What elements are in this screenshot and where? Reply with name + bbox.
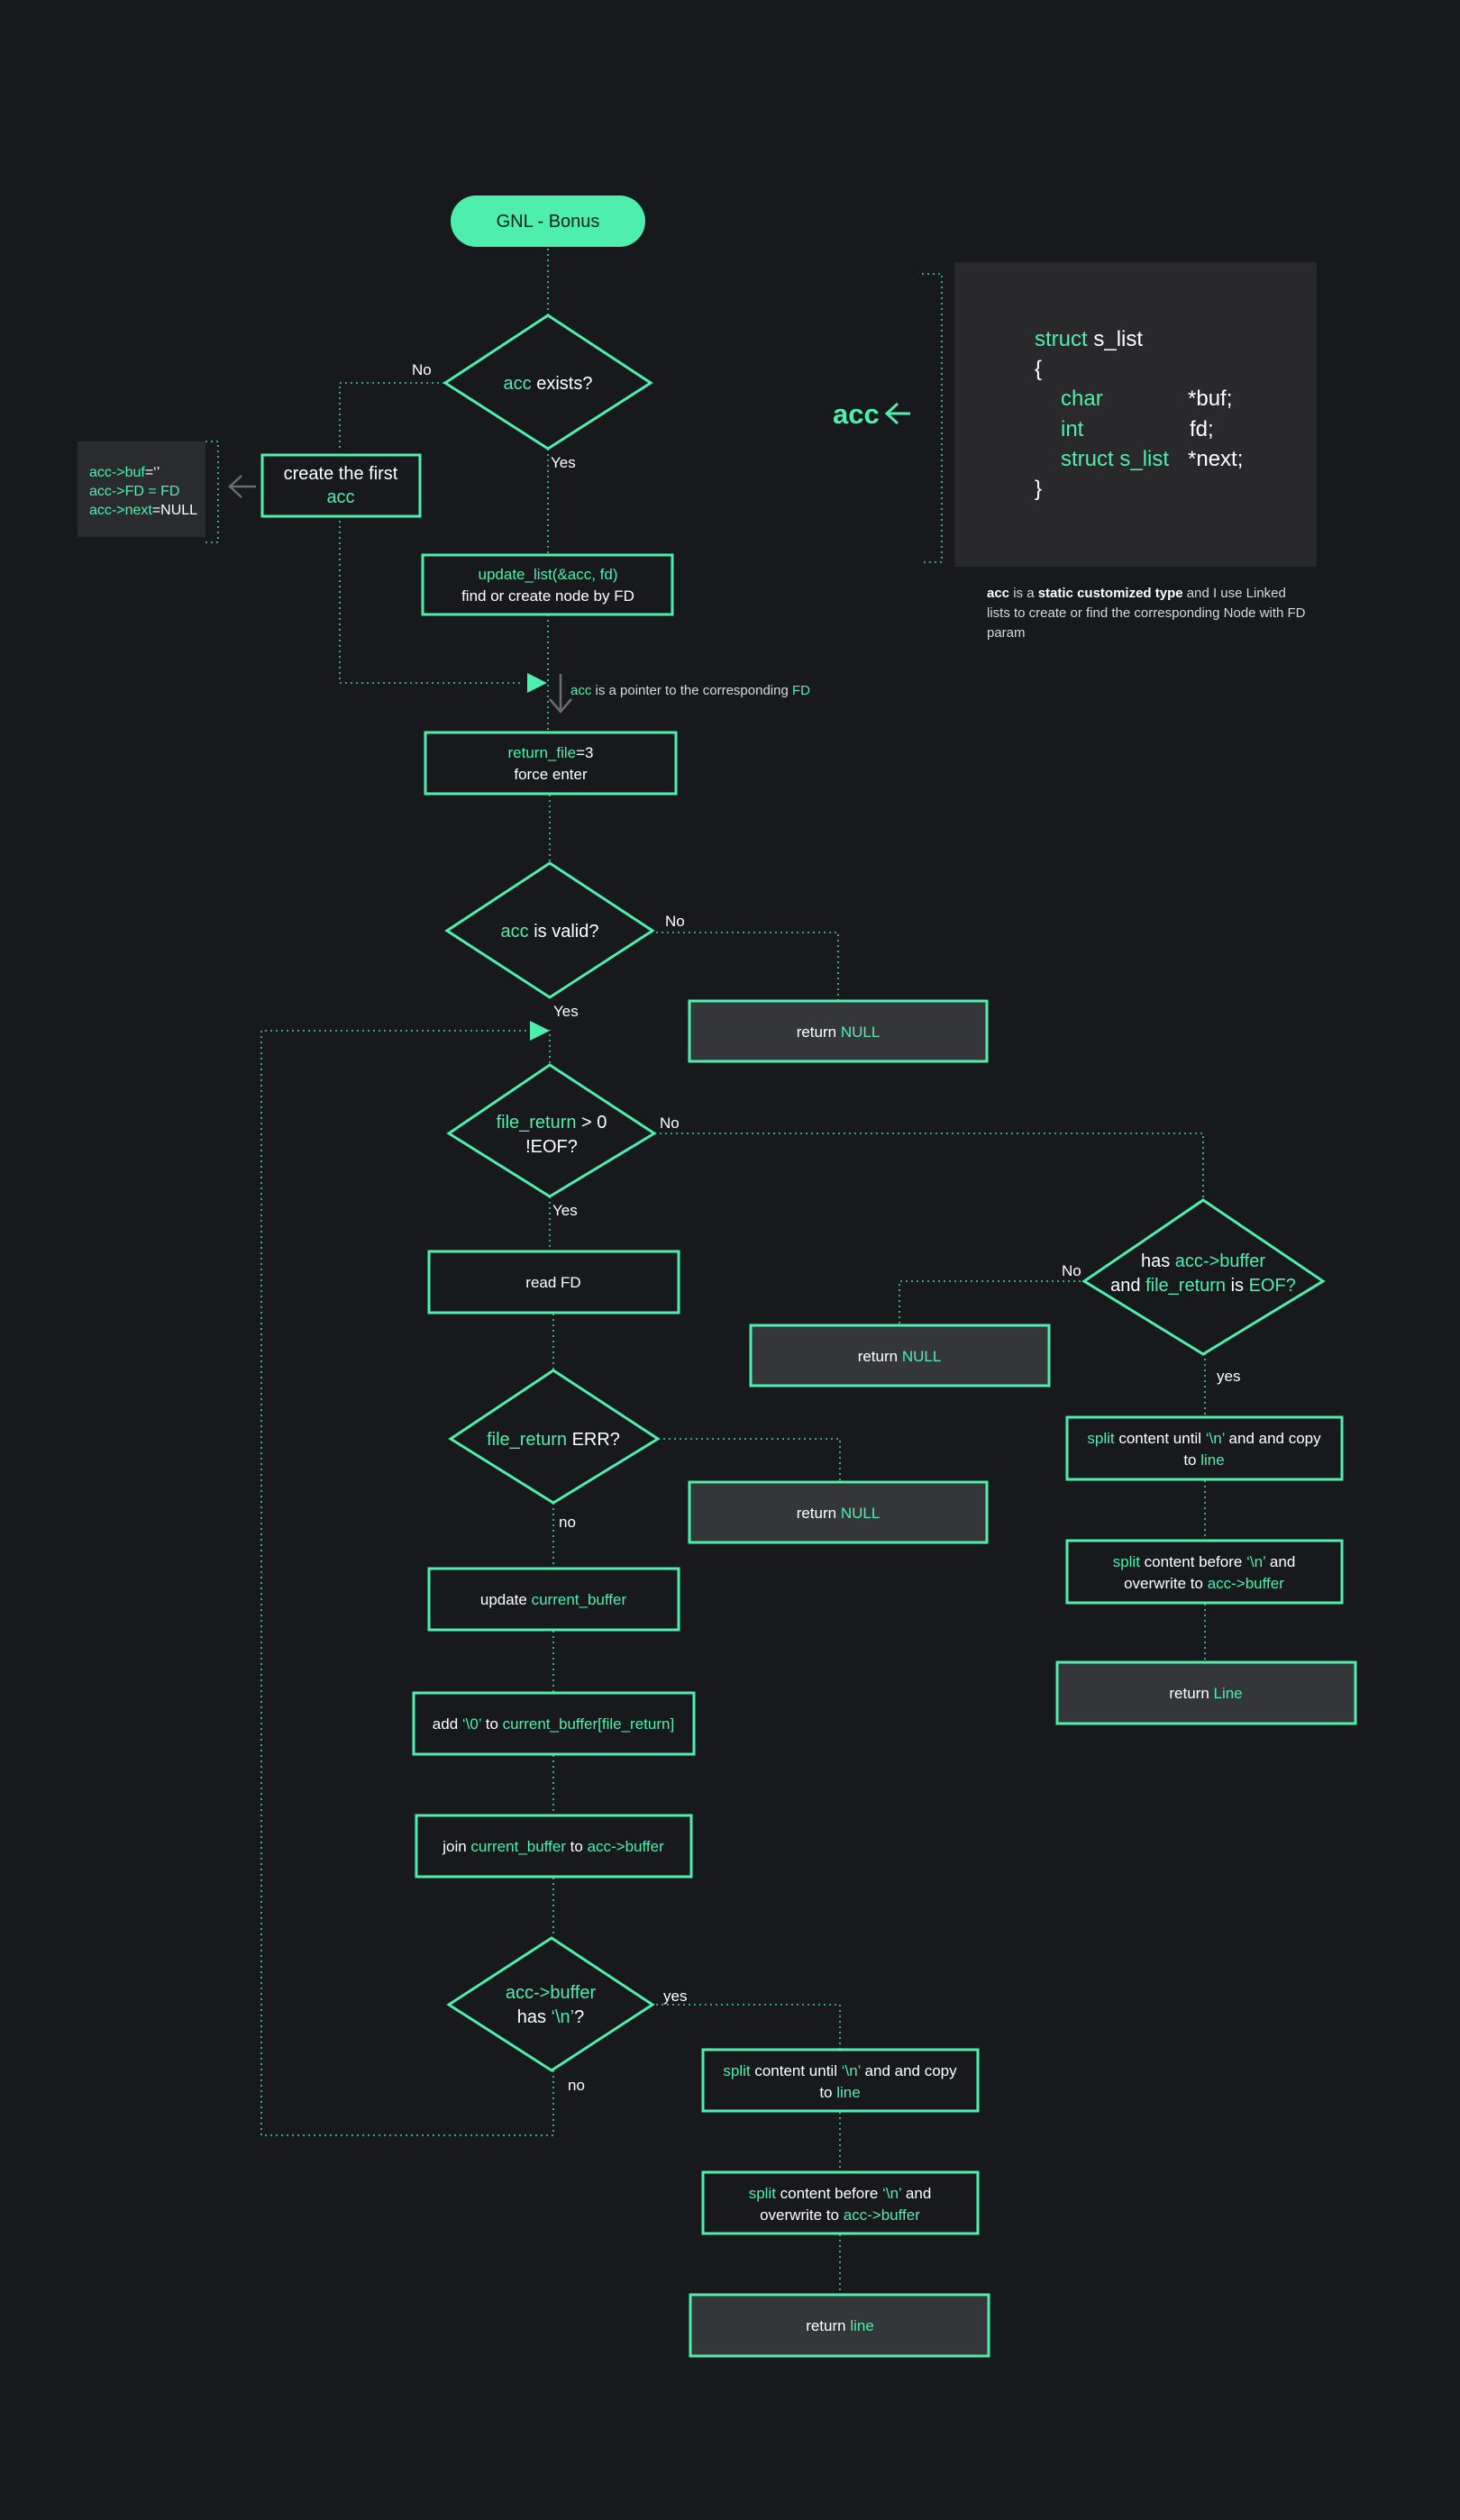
svg-text:add ‘\0’ to current_buffer[fil: add ‘\0’ to current_buffer[file_return]: [433, 1715, 674, 1733]
terminal-return-null: return NULL: [688, 1480, 989, 1544]
decision-has-buffer-eof: has acc->buffer and file_return is EOF?: [1081, 1198, 1326, 1356]
terminal-return-line: return line: [689, 2293, 990, 2358]
terminal-return-null: return NULL: [688, 999, 989, 1063]
svg-text:split content before ‘\n’ and: split content before ‘\n’ and: [1113, 1553, 1296, 1570]
decision-acc-valid: acc is valid?: [444, 861, 655, 999]
terminal-return-line: return Line: [1055, 1660, 1357, 1725]
svg-text:*next;: *next;: [1188, 447, 1243, 471]
process-add-null-terminator: add ‘\0’ to current_buffer[file_return]: [412, 1691, 696, 1756]
svg-text:acc->next=NULL: acc->next=NULL: [89, 503, 197, 518]
start-label: GNL - Bonus: [497, 212, 600, 232]
svg-text:has acc->buffer: has acc->buffer: [1141, 1251, 1265, 1271]
decision-acc-exists: acc exists?: [443, 314, 653, 450]
svg-text:create the first: create the first: [284, 464, 398, 484]
svg-text:and file_return is EOF?: and file_return is EOF?: [1110, 1276, 1296, 1296]
svg-text:acc->buf=‘’: acc->buf=‘’: [89, 465, 160, 480]
svg-text:struct s_list: struct s_list: [1035, 327, 1143, 351]
decision-file-return-eof: file_return > 0 !EOF?: [446, 1063, 657, 1198]
svg-text:overwrite to acc->buffer: overwrite to acc->buffer: [1124, 1575, 1284, 1592]
process-read-fd: read FD: [427, 1250, 680, 1315]
svg-text:read FD: read FD: [525, 1274, 580, 1291]
svg-text:join current_buffer to acc->bu: join current_buffer to acc->buffer: [442, 1838, 664, 1855]
process-create-first-acc: create the first acc: [260, 453, 422, 518]
decision-has-newline: acc->buffer has ‘\n’?: [446, 1936, 655, 2072]
svg-text:find or create node by FD: find or create node by FD: [461, 587, 634, 605]
label-no: No: [665, 913, 685, 930]
svg-text:fd;: fd;: [1190, 417, 1214, 441]
svg-text:to line: to line: [819, 2084, 860, 2101]
arrowhead-icon: [530, 1021, 550, 1041]
svg-text:split content until ‘\n’ and a: split content until ‘\n’ and and copy: [1087, 1430, 1321, 1447]
label-yes: Yes: [551, 454, 576, 471]
process-split-copy-line: split content until ‘\n’ and and copy to…: [701, 2048, 980, 2113]
svg-text:}: }: [1035, 477, 1042, 501]
process-update-list: update_list(&acc, fd) find or create nod…: [421, 553, 674, 616]
svg-text:struct s_list: struct s_list: [1061, 447, 1169, 471]
svg-text:int: int: [1061, 417, 1084, 441]
gray-arrow-down-icon: [549, 674, 572, 714]
label-yes: Yes: [552, 1202, 578, 1219]
start-node: GNL - Bonus: [451, 196, 645, 247]
svg-text:acc is valid?: acc is valid?: [501, 922, 599, 942]
label-yes: yes: [663, 1988, 687, 2005]
svg-text:update current_buffer: update current_buffer: [480, 1591, 627, 1608]
process-return-file: return_file=3 force enter: [424, 731, 678, 796]
svg-text:split content before ‘\n’ and: split content before ‘\n’ and: [749, 2185, 932, 2202]
svg-text:acc exists?: acc exists?: [504, 374, 593, 394]
svg-text:return_file=3: return_file=3: [508, 744, 594, 761]
label-no: No: [660, 1114, 680, 1132]
init-values-box: acc->buf=‘’ acc->FD = FD acc->next=NULL: [78, 441, 205, 537]
svg-text:acc->FD = FD: acc->FD = FD: [89, 484, 179, 499]
arrow-left-icon: [884, 402, 910, 425]
svg-text:*buf;: *buf;: [1188, 387, 1232, 411]
gray-arrow-left-icon: [228, 475, 256, 498]
label-yes: yes: [1217, 1368, 1240, 1385]
decision-file-return-err: file_return ERR?: [448, 1369, 661, 1505]
svg-text:has ‘\n’?: has ‘\n’?: [517, 2007, 585, 2027]
svg-text:update_list(&acc, fd): update_list(&acc, fd): [479, 566, 618, 583]
process-update-buffer: update current_buffer: [427, 1567, 680, 1632]
svg-text:{: {: [1035, 357, 1042, 381]
svg-text:return NULL: return NULL: [858, 1348, 942, 1365]
svg-text:overwrite to acc->buffer: overwrite to acc->buffer: [760, 2206, 920, 2224]
svg-text:return NULL: return NULL: [797, 1023, 881, 1041]
svg-text:return Line: return Line: [1169, 1685, 1242, 1702]
label-no: No: [412, 361, 432, 378]
process-split-overwrite-buffer: split content before ‘\n’ and overwrite …: [701, 2170, 980, 2235]
svg-text:char: char: [1061, 387, 1103, 411]
label-no: No: [1062, 1262, 1081, 1279]
label-no: no: [559, 1514, 576, 1531]
process-join-buffer: join current_buffer to acc->buffer: [415, 1814, 693, 1879]
svg-text:acc: acc: [326, 487, 354, 507]
svg-text:split content until ‘\n’ and a: split content until ‘\n’ and and copy: [723, 2062, 957, 2079]
struct-code-panel: struct s_list { char *buf; int fd; struc…: [954, 262, 1317, 567]
label-no: no: [568, 2077, 585, 2094]
svg-text:force enter: force enter: [514, 766, 588, 783]
label-yes: Yes: [553, 1003, 579, 1020]
arrowhead-icon: [527, 673, 547, 693]
process-split-overwrite-buffer: split content before ‘\n’ and overwrite …: [1065, 1539, 1344, 1605]
svg-text:return NULL: return NULL: [797, 1505, 881, 1522]
svg-text:!EOF?: !EOF?: [525, 1137, 578, 1157]
connectors: [205, 249, 1206, 2294]
process-split-copy-line: split content until ‘\n’ and and copy to…: [1065, 1415, 1344, 1481]
svg-text:file_return > 0: file_return > 0: [497, 1113, 607, 1133]
acc-token: acc: [504, 374, 532, 394]
svg-text:file_return ERR?: file_return ERR?: [487, 1430, 620, 1450]
terminal-return-null: return NULL: [749, 1324, 1051, 1387]
svg-text:acc->buffer: acc->buffer: [506, 1983, 597, 2003]
svg-text:to line: to line: [1183, 1451, 1224, 1469]
struct-note: acc is a static customized type and I us…: [987, 586, 1306, 641]
pointer-note: acc is a pointer to the corresponding FD: [570, 683, 810, 698]
svg-text:return line: return line: [806, 2317, 874, 2334]
acc-label: acc: [833, 398, 880, 430]
